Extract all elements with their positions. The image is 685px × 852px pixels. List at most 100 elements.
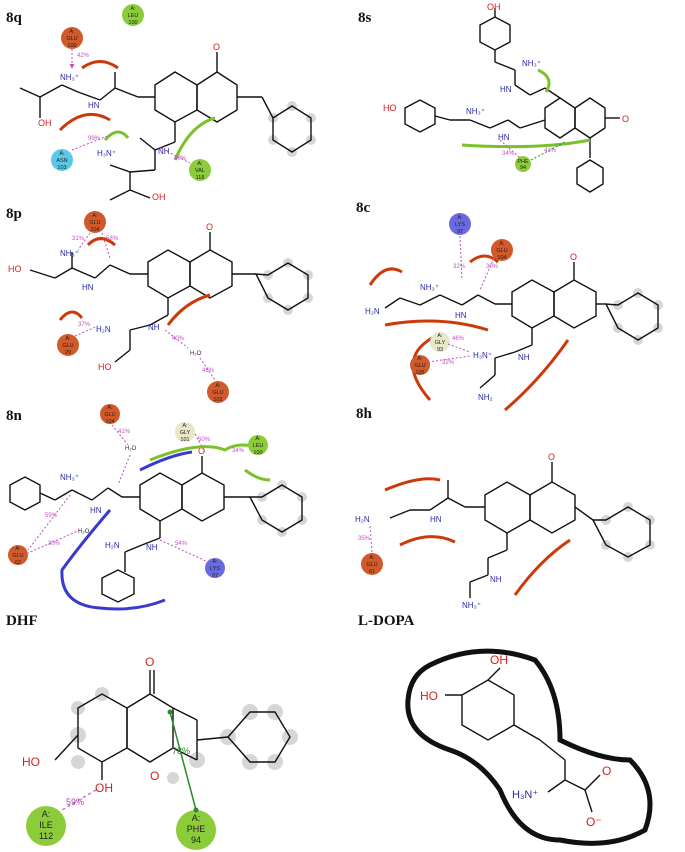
svg-text:GLY: GLY (180, 430, 191, 436)
svg-text:A:: A: (192, 813, 201, 823)
svg-text:101: 101 (180, 437, 189, 443)
svg-text:62: 62 (15, 560, 21, 566)
atom-label: H₂N (355, 515, 370, 524)
svg-text:A:: A: (197, 161, 203, 167)
atom-label: O (206, 222, 213, 232)
atom-label: HN (500, 85, 512, 94)
residue-asn-103-8q: A: ASN 103 (51, 149, 73, 171)
svg-text:61: 61 (369, 569, 375, 575)
svg-text:93: 93 (437, 347, 443, 353)
panel-8s: 8s OH HO O NH₃⁺ HN NH₃⁺ (358, 2, 629, 193)
panel-label-8c: 8c (356, 200, 371, 216)
svg-text:40%: 40% (174, 156, 187, 162)
atom-label: NH₃⁺ (420, 283, 439, 292)
svg-text:A:: A: (215, 383, 221, 389)
atom-label: OH (152, 192, 166, 202)
dopa-structure (445, 667, 601, 813)
svg-text:104: 104 (497, 255, 506, 261)
atom-label: O⁻ (586, 815, 602, 829)
svg-text:LEU: LEU (253, 443, 264, 449)
svg-text:41%: 41% (118, 429, 131, 435)
atom-label: H₂O (190, 351, 202, 357)
svg-text:58%: 58% (106, 236, 119, 242)
residue-glu-100-8q: A: GLU 100 (61, 27, 83, 49)
residue-leu-100-8q: A: LEU 100 (122, 4, 144, 26)
atom-label: O (622, 114, 629, 124)
svg-text:A:: A: (59, 151, 65, 157)
residue-leu-100-8n: A: LEU 100 (248, 435, 268, 456)
svg-text:GLU: GLU (212, 390, 223, 396)
svg-text:A:: A: (69, 29, 75, 35)
atom-label: O (602, 764, 611, 778)
residue-gly-93-8c: A: GLY 93 (430, 332, 450, 353)
residue-glu-29-8p: A: GLU 29 (57, 334, 79, 356)
chromone-core-8p (29, 232, 309, 363)
svg-text:99%: 99% (88, 136, 101, 142)
atom-label: OH (38, 118, 52, 128)
panel-label-8h: 8h (356, 406, 373, 422)
atom-label: O (198, 446, 205, 456)
residue-glu-62-8n: A: GLU 62 (8, 545, 28, 566)
atom-label: HO (8, 264, 22, 274)
svg-text:ILE: ILE (39, 820, 53, 830)
flavone-core-dhf (54, 670, 291, 780)
panel-label-8p: 8p (6, 206, 22, 222)
atom-label: OH (487, 2, 501, 12)
svg-text:GLU: GLU (66, 36, 77, 42)
atom-label: HN (455, 311, 467, 320)
svg-text:104: 104 (90, 227, 99, 233)
svg-text:46%: 46% (452, 336, 465, 342)
svg-text:ASN: ASN (56, 158, 67, 164)
atom-label: HO (22, 755, 40, 769)
svg-text:A:: A: (499, 241, 505, 247)
atom-label: NH₂ (478, 393, 493, 402)
svg-text:A:: A: (92, 213, 98, 219)
svg-text:59%: 59% (66, 797, 84, 807)
svg-text:100: 100 (128, 20, 137, 26)
atom-label: H₂N (365, 307, 380, 316)
svg-text:46%: 46% (202, 368, 215, 374)
atom-label: NH (146, 543, 158, 552)
svg-text:29: 29 (65, 350, 71, 356)
panel-label-8s: 8s (358, 10, 372, 26)
svg-text:A:: A: (107, 405, 113, 411)
atom-label: HN (90, 506, 102, 515)
svg-text:VAL: VAL (195, 168, 205, 174)
panel-ldopa: L-DOPA OH HO H₃N⁺ O O⁻ (358, 613, 653, 846)
atom-label: O (548, 452, 555, 462)
atom-label: H₂N (105, 541, 120, 550)
atom-label: H₃N⁺ (512, 789, 538, 801)
svg-text:A:: A: (255, 436, 261, 442)
panel-8n: 8n O NH₃⁺ HN H₂N NH H₂O H₂O (6, 404, 307, 611)
atom-label: H₂N (96, 325, 111, 334)
svg-text:97: 97 (212, 573, 218, 579)
atom-label: HN (82, 283, 94, 292)
chromone-core-8q (19, 52, 312, 201)
svg-text:31%: 31% (72, 236, 85, 242)
svg-text:100: 100 (67, 43, 76, 49)
svg-text:LYS: LYS (210, 566, 220, 572)
svg-text:32%: 32% (442, 360, 455, 366)
svg-text:30%: 30% (48, 541, 61, 547)
svg-text:32%: 32% (453, 264, 466, 270)
panel-8p: 8p O HO HO NH₃⁺ HN H₂N NH (6, 206, 313, 403)
svg-text:100: 100 (253, 450, 262, 456)
svg-text:GLU: GLU (104, 412, 115, 418)
atom-label: HN (430, 515, 442, 524)
svg-text:GLU: GLU (366, 562, 377, 568)
svg-text:A:: A: (65, 336, 71, 342)
panel-dhf: DHF O O HO OH A: ILE 112 (6, 613, 298, 850)
panel-label-ldopa: L-DOPA (358, 613, 415, 629)
svg-text:GLU: GLU (89, 220, 100, 226)
residue-glu-61-8h: A: GLU 61 (361, 553, 383, 575)
atom-label: O (145, 655, 154, 669)
residue-val-118-8q: A: VAL 118 (189, 159, 211, 181)
svg-text:GLU: GLU (62, 343, 73, 349)
atom-label: H₃N⁺ (473, 351, 492, 360)
panel-8c: 8c O H₂N NH₃⁺ HN H₃N⁺ NH NH₂ (356, 200, 663, 412)
svg-text:94: 94 (520, 165, 526, 171)
structure-8s (404, 8, 620, 193)
svg-text:34%: 34% (232, 448, 245, 454)
residue-gly-101-8n: A: GLY 101 (175, 422, 195, 443)
atom-label: NH₃⁺ (466, 107, 485, 116)
